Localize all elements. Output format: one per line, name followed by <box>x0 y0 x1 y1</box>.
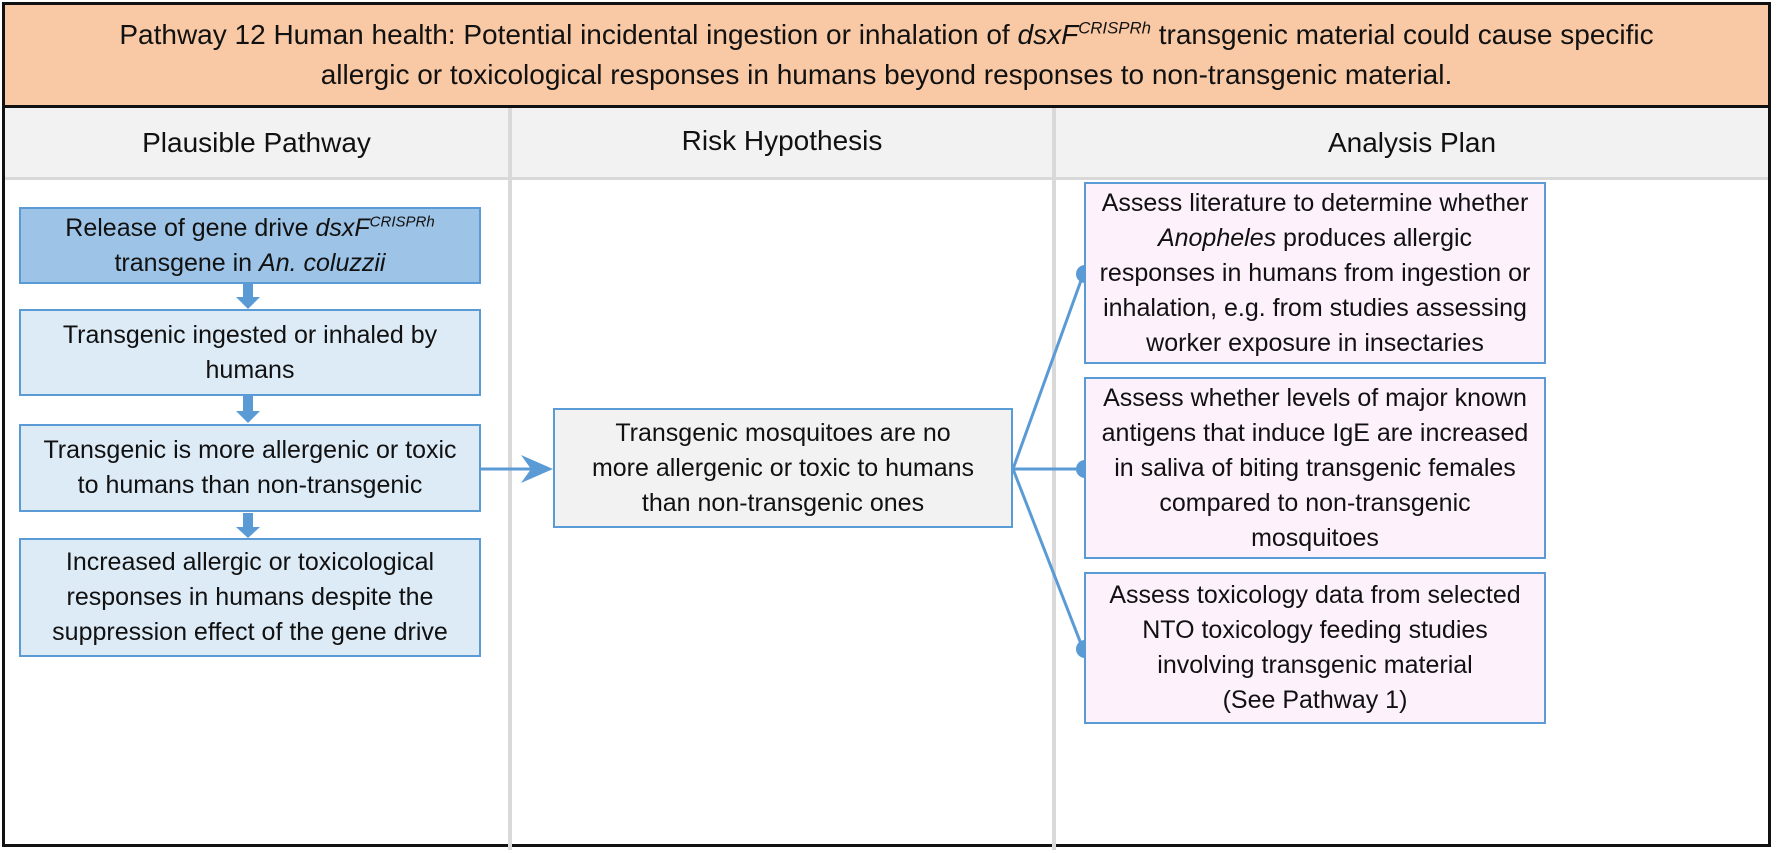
step3-text: Transgenic is more allergenic or toxic t… <box>43 436 457 499</box>
item1-text-pre: Assess literature to determine whether <box>1101 188 1529 217</box>
analysis-plan-item-literature: Assess literature to determine whether A… <box>1084 182 1546 364</box>
step1-gene-sup: CRISPRh <box>369 213 435 231</box>
step4-text: Increased allergic or toxicological resp… <box>52 548 448 646</box>
header-plausible-pathway: Plausible Pathway <box>5 108 508 180</box>
branch-line-1 <box>1011 274 1085 470</box>
item2-text: Assess whether levels of major known ant… <box>1101 383 1529 552</box>
item1-text-post: produces allergic responses in humans fr… <box>1099 223 1531 357</box>
analysis-plan-item-toxicology: Assess toxicology data from selected NTO… <box>1084 572 1546 724</box>
item3-text: Assess toxicology data from selected NTO… <box>1109 581 1521 679</box>
header-plausible-pathway-label: Plausible Pathway <box>142 126 371 158</box>
pathway-title: Pathway 12 Human health: Potential incid… <box>5 5 1768 108</box>
hypothesis-text: Transgenic mosquitoes are no more allerg… <box>591 418 975 517</box>
header-risk-hypothesis: Risk Hypothesis <box>512 108 1052 180</box>
pathway-step-more-allergenic: Transgenic is more allergenic or toxic t… <box>19 424 481 512</box>
pathway-step-release: Release of gene drive dsxFCRISPRh transg… <box>19 207 481 284</box>
arrow-to-hypothesis-head <box>521 455 553 483</box>
step1-text-pre: Release of gene drive <box>65 213 316 242</box>
title-text-post2: allergic or toxicological responses in h… <box>320 59 1453 90</box>
title-gene: dsxF <box>1017 19 1079 50</box>
step1-species: An. coluzzii <box>259 248 386 277</box>
item3-reference: (See Pathway 1) <box>1222 686 1408 714</box>
pathway-step-ingested: Transgenic ingested or inhaled by humans <box>19 309 481 396</box>
risk-hypothesis-box: Transgenic mosquitoes are no more allerg… <box>553 408 1013 528</box>
title-gene-sup: CRISPRh <box>1078 18 1151 38</box>
title-text-post1: transgenic material could cause specific <box>1150 19 1654 50</box>
header-risk-hypothesis-label: Risk Hypothesis <box>681 124 883 156</box>
step1-text-line2: transgene in <box>114 248 260 277</box>
down-arrow-1 <box>236 283 260 309</box>
column-divider-1 <box>508 108 512 850</box>
title-text-pre: Pathway 12 Human health: Potential incid… <box>119 19 1018 50</box>
down-arrow-2 <box>236 395 260 423</box>
header-analysis-plan-label: Analysis Plan <box>1327 126 1497 158</box>
step2-text: Transgenic ingested or inhaled by humans <box>62 320 438 384</box>
down-arrow-3 <box>236 513 260 538</box>
analysis-plan-item-antigens: Assess whether levels of major known ant… <box>1084 377 1546 559</box>
column-divider-2 <box>1052 108 1056 850</box>
item1-genus: Anopheles <box>1157 223 1277 252</box>
header-analysis-plan: Analysis Plan <box>1056 108 1768 180</box>
pathway-step-increased-responses: Increased allergic or toxicological resp… <box>19 538 481 657</box>
branch-line-3 <box>1011 468 1085 650</box>
step1-gene: dsxF <box>315 213 370 242</box>
